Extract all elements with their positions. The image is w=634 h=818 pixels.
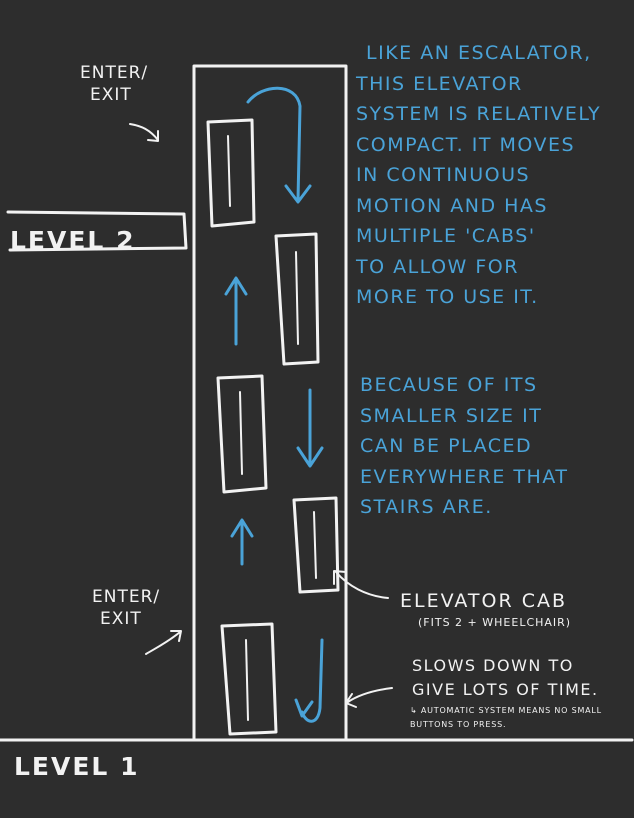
arrow-loop-down bbox=[246, 86, 312, 204]
level-1-label: LEVEL 1 bbox=[14, 752, 140, 781]
cab-5 bbox=[220, 622, 278, 736]
arrow-loop-bottom bbox=[294, 638, 324, 723]
level-2-label: LEVEL 2 bbox=[10, 226, 136, 255]
enter-exit-bottom-label: ENTER/ EXIT bbox=[92, 587, 161, 629]
elevator-cab-label: ELEVATOR CAB bbox=[400, 590, 568, 612]
cab-4 bbox=[292, 496, 340, 594]
cab-3 bbox=[216, 374, 268, 494]
arrow-up-lower bbox=[230, 518, 254, 566]
level-2-floor bbox=[6, 210, 188, 252]
slows-down-note: SLOWS DOWN TO GIVE LOTS OF TIME. bbox=[412, 656, 599, 699]
description-paragraph-1: LIKE AN ESCALATOR, THIS ELEVATOR SYSTEM … bbox=[356, 42, 602, 308]
elevator-shaft bbox=[192, 64, 348, 742]
arrow-up-upper bbox=[224, 276, 248, 346]
cab-capacity-note: (FITS 2 + WHEELCHAIR) bbox=[418, 616, 572, 629]
slows-down-pointer bbox=[345, 687, 393, 708]
enter-exit-bottom-pointer bbox=[145, 630, 182, 655]
automatic-system-note: ↳ AUTOMATIC SYSTEM MEANS NO SMALL BUTTON… bbox=[410, 706, 602, 729]
enter-exit-top-pointer bbox=[129, 123, 159, 142]
cab-1 bbox=[206, 118, 256, 228]
description-paragraph-2: BECAUSE OF ITS SMALLER SIZE IT CAN BE PL… bbox=[360, 374, 569, 518]
cab-2 bbox=[274, 232, 320, 366]
arrow-down-middle bbox=[296, 388, 324, 468]
enter-exit-top-label: ENTER/ EXIT bbox=[80, 63, 149, 105]
elevator-cab-pointer bbox=[333, 570, 389, 599]
